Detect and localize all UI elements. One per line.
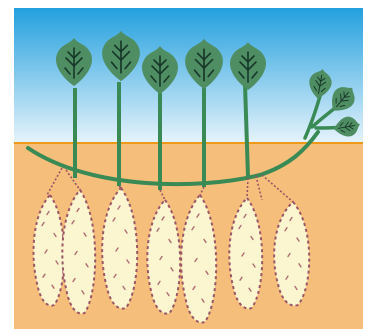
sweet-potato-plant-diagram: [0, 0, 371, 329]
